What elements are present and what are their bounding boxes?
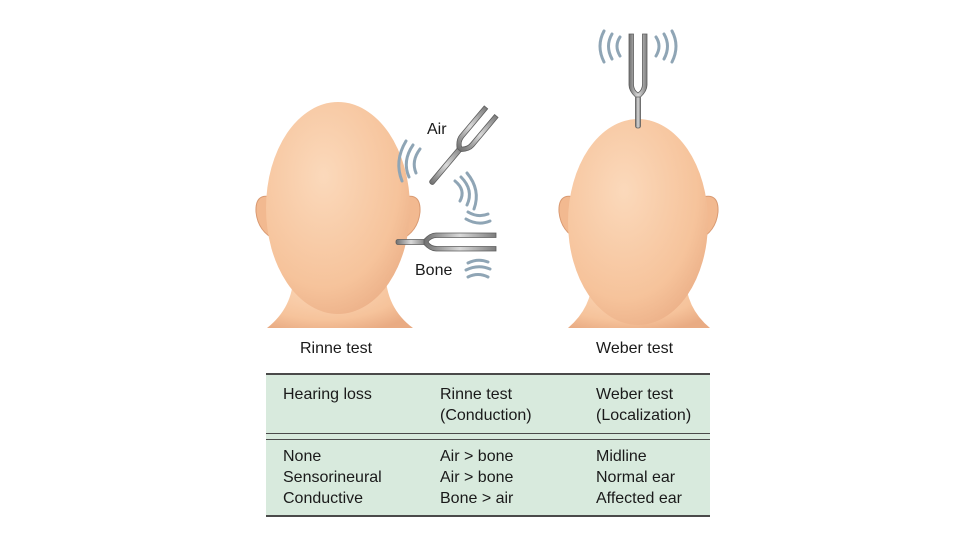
cell-weber: Midline (596, 448, 647, 465)
header-hearing-loss: Hearing loss (283, 386, 372, 403)
header-rinne: Rinne test (Conduction) (440, 386, 532, 424)
cell-hearing-loss: Sensorineural (283, 469, 382, 486)
bone-tuning-fork (395, 232, 497, 252)
left-head-skull (266, 102, 410, 314)
rinne-vibration-waves (397, 139, 492, 279)
bone-label: Bone (415, 262, 453, 279)
weber-head (558, 119, 719, 328)
table-row: Midline Normal ear Affected ear (596, 446, 682, 509)
header-weber: Weber test (Localization) (596, 386, 692, 424)
cell-weber: Affected ear (596, 490, 682, 507)
cell-rinne: Air > bone (440, 469, 514, 486)
hearing-loss-table: Hearing loss Rinne test (Conduction) Web… (266, 373, 710, 517)
cell-hearing-loss: Conductive (283, 490, 364, 507)
air-label: Air (427, 121, 447, 138)
header-separator (266, 433, 710, 440)
weber-test-caption: Weber test (596, 340, 674, 357)
rinne-test-caption: Rinne test (300, 340, 373, 357)
table-row: Air > bone Air > bone Bone > air (440, 446, 513, 509)
cell-hearing-loss: None (283, 448, 322, 465)
cell-rinne: Air > bone (440, 448, 514, 465)
air-tuning-fork (429, 105, 499, 185)
cell-rinne: Bone > air (440, 490, 514, 507)
weber-vibration-waves (598, 29, 678, 64)
rinne-head (255, 102, 421, 328)
right-head-skull (568, 119, 708, 325)
table-row: None Sensorineural Conductive (283, 446, 382, 509)
cell-weber: Normal ear (596, 469, 676, 486)
weber-tuning-fork (628, 33, 648, 129)
